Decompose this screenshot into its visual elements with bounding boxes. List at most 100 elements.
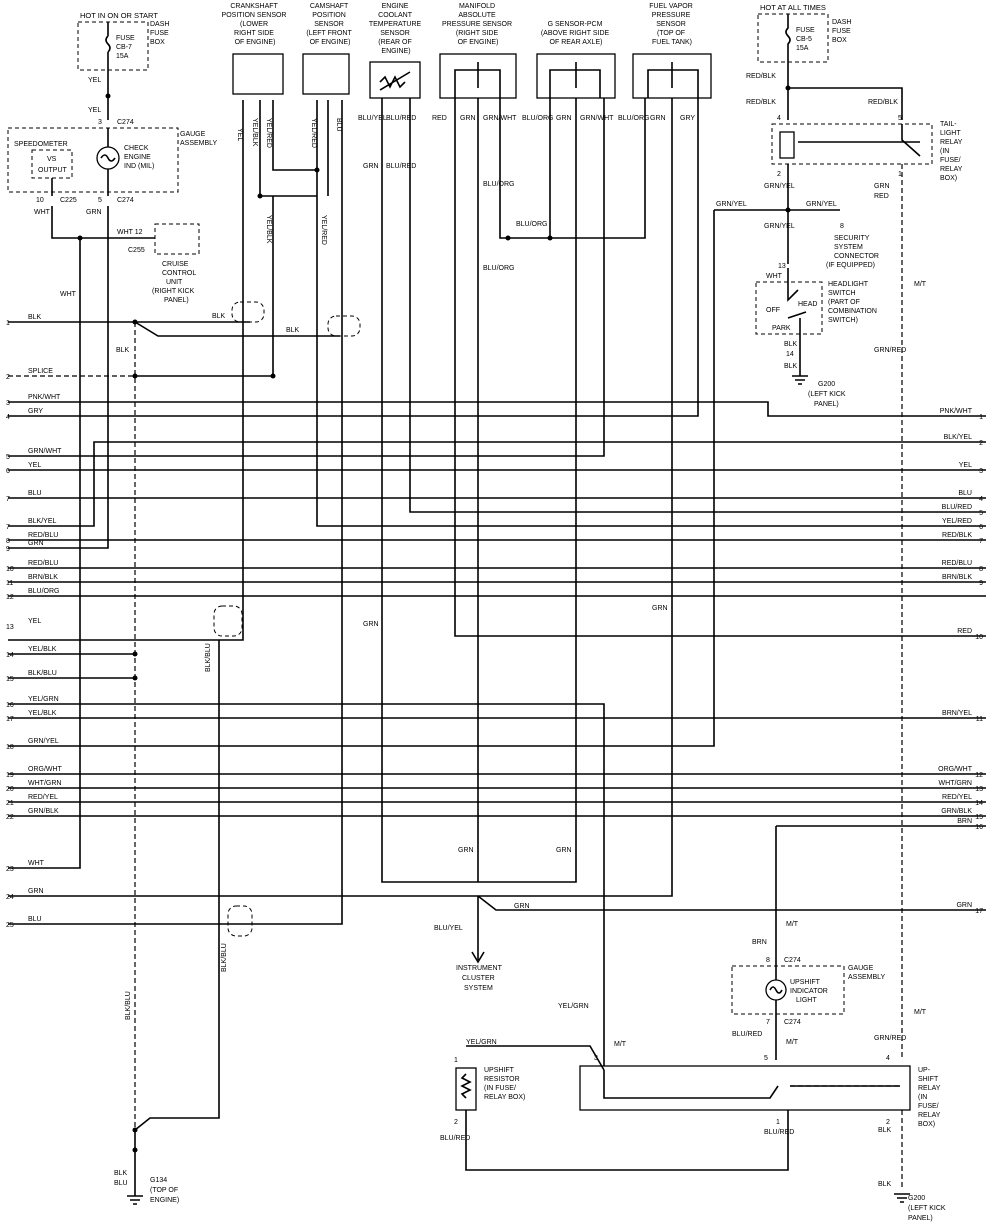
- left-pin-wire-label: BLK/YEL: [28, 518, 57, 525]
- left-pin-wire-label: GRN: [28, 888, 44, 895]
- right-pin-number: 5: [979, 510, 983, 517]
- svg-text:BLK: BLK: [878, 1127, 892, 1134]
- security-connector-label: SECURITY SYSTEM CONNECTOR (IF EQUIPPED): [826, 235, 881, 269]
- svg-text:BLU/ORG: BLU/ORG: [516, 221, 548, 228]
- svg-text:10: 10: [36, 197, 44, 204]
- upshift-relay-label: UP- SHIFT RELAY (IN FUSE/ RELAY BOX): [918, 1067, 942, 1128]
- svg-text:5: 5: [898, 115, 902, 122]
- crankshaft-sensor: CRANKSHAFT POSITION SENSOR (LOWER RIGHT …: [222, 3, 287, 95]
- left-pin-number: 11: [6, 580, 13, 587]
- left-pin-number: 24: [6, 894, 14, 901]
- left-pin-number: 13: [6, 624, 14, 631]
- ground-icon-g200: [792, 342, 808, 385]
- left-pin-number: 25: [6, 922, 14, 929]
- svg-text:WHT: WHT: [766, 273, 783, 280]
- right-pin-wire-label: PNK/WHT: [940, 408, 973, 415]
- dash-fuse-box-label-1: DASH FUSE BOX: [150, 21, 171, 46]
- svg-text:RED/BLK: RED/BLK: [746, 73, 776, 80]
- svg-text:GRN/YEL: GRN/YEL: [764, 223, 795, 230]
- svg-text:13: 13: [778, 263, 786, 270]
- svg-text:BLU/RED: BLU/RED: [440, 1135, 470, 1142]
- left-pin-wire-label: GRY: [28, 408, 43, 415]
- hot-at-all-times-label: HOT AT ALL TIMES: [760, 3, 826, 12]
- left-pin-number: 9: [6, 546, 10, 553]
- headlight-switch: [755, 281, 823, 335]
- svg-text:BRN: BRN: [752, 939, 767, 946]
- left-pin-number: 14: [6, 652, 14, 659]
- svg-text:M/T: M/T: [614, 1041, 627, 1048]
- right-pin-number: 2: [979, 440, 983, 447]
- svg-text:BLU/RED: BLU/RED: [386, 115, 416, 122]
- right-pin-number: 8: [979, 566, 983, 573]
- left-pin-wire-label: BRN/BLK: [28, 574, 58, 581]
- svg-text:YEL: YEL: [236, 128, 243, 141]
- check-engine-label: CHECK ENGINE IND (MIL): [124, 145, 154, 170]
- left-pin-wire-label: RED/BLU: [28, 532, 58, 539]
- upshift-light-label: UPSHIFT INDICATOR LIGHT: [790, 979, 830, 1004]
- svg-text:M/T: M/T: [914, 1009, 927, 1016]
- svg-text:BLU/RED: BLU/RED: [764, 1129, 794, 1136]
- svg-text:RED/BLK: RED/BLK: [746, 99, 776, 106]
- fuel-vapor-sensor: FUEL VAPOR PRESSURE SENSOR (TOP OF FUEL …: [632, 3, 712, 99]
- right-pin-wire-label: RED/YEL: [942, 794, 972, 801]
- left-pin-wire-label: BLU: [28, 490, 42, 497]
- svg-text:1: 1: [454, 1057, 458, 1064]
- svg-text:GRY: GRY: [680, 115, 695, 122]
- svg-text:GRN/WHT: GRN/WHT: [580, 115, 614, 122]
- fuse-cb7-text: FUSE CB-7 15A: [116, 35, 137, 60]
- svg-text:YEL/RED: YEL/RED: [310, 118, 317, 148]
- right-pin-wire-label: WHT/GRN: [939, 780, 972, 787]
- left-pin-number: 1: [6, 320, 10, 327]
- right-pin-wire-label: RED/BLU: [942, 560, 972, 567]
- svg-text:BLU/ORG: BLU/ORG: [483, 181, 515, 188]
- fuel-vapor-label: FUEL VAPOR PRESSURE SENSOR (TOP OF FUEL …: [649, 3, 695, 46]
- svg-text:BLU/YEL: BLU/YEL: [434, 925, 463, 932]
- left-pin-number: 23: [6, 866, 14, 873]
- left-pin-number: 20: [6, 786, 14, 793]
- right-pin-number: 11: [976, 716, 983, 723]
- left-pin-wire-label: BLU/ORG: [28, 588, 60, 595]
- svg-text:YEL/BLK: YEL/BLK: [265, 215, 272, 244]
- left-pin-number: 19: [6, 772, 14, 779]
- svg-text:DASH FUSE BOX: DASH FUSE BOX: [832, 19, 853, 44]
- right-pin-wire-label: YEL/RED: [942, 518, 972, 525]
- left-pin-number: 17: [6, 716, 14, 723]
- right-pin-number: 16: [975, 824, 983, 831]
- right-pin-wire-label: BRN/BLK: [942, 574, 972, 581]
- svg-text:GRN: GRN: [650, 115, 666, 122]
- svg-text:GRN: GRN: [514, 903, 530, 910]
- svg-text:1: 1: [898, 171, 902, 178]
- left-pin-wire-label: WHT: [28, 860, 45, 867]
- svg-text:GRN/WHT: GRN/WHT: [483, 115, 517, 122]
- taillight-relay: [771, 123, 933, 165]
- right-pin-wire-label: BRN: [957, 818, 972, 825]
- left-pin-wire-label: GRN: [28, 540, 44, 547]
- svg-text:BLK: BLK: [286, 327, 300, 334]
- g134-label: G134 (TOP OF ENGINE): [150, 1177, 180, 1204]
- left-pin-number: 7: [6, 496, 10, 503]
- arrow-down-icon: [471, 951, 485, 964]
- right-pin-wire-label: BRN/YEL: [942, 710, 972, 717]
- svg-text:BLK: BLK: [784, 363, 798, 370]
- right-pin-wire-label: GRN: [956, 902, 972, 909]
- svg-text:GRN: GRN: [86, 209, 102, 216]
- g200-lower-label: G200 (LEFT KICK PANEL): [908, 1195, 948, 1222]
- left-pin-wire-label: YEL/BLK: [28, 646, 57, 653]
- left-pin-list: 1BLK2SPLICE3PNK/WHT4GRY5GRN/WHT6YEL7BLU7…: [6, 314, 63, 929]
- svg-text:M/T: M/T: [786, 921, 799, 928]
- right-pin-wire-label: BLK/YEL: [944, 434, 973, 441]
- left-pin-wire-label: GRN/WHT: [28, 448, 62, 455]
- svg-text:OFF HEAD PARK: OFF HEAD PARK: [766, 301, 819, 332]
- svg-text:WHT: WHT: [34, 209, 51, 216]
- svg-text:C274: C274: [784, 957, 801, 964]
- svg-text:GRN/RED: GRN/RED: [874, 1035, 906, 1042]
- right-pin-number: 10: [975, 634, 983, 641]
- left-pin-number: 8: [6, 538, 10, 545]
- svg-text:BLK/BLU: BLK/BLU: [205, 643, 212, 672]
- left-pin-number: 7: [6, 524, 10, 531]
- cruise-control-label: CRUISE CONTROL UNIT (RIGHT KICK PANEL): [152, 261, 198, 304]
- svg-text:C274: C274: [784, 1019, 801, 1026]
- upshift-resistor-label: UPSHIFT RESISTOR (IN FUSE/ RELAY BOX): [484, 1067, 525, 1101]
- svg-text:GRN/YEL: GRN/YEL: [764, 183, 795, 190]
